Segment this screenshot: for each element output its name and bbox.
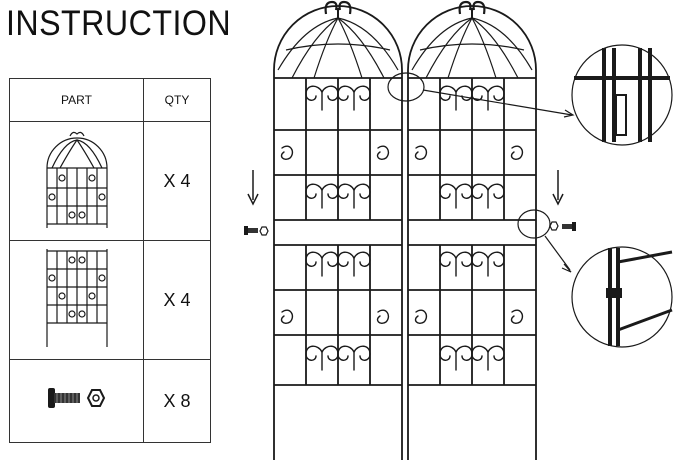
trellis-panel-left — [274, 2, 402, 460]
part-cell — [9, 240, 144, 360]
qty-cell: X 8 — [143, 359, 211, 443]
trellis-bottom-panel-icon — [45, 248, 108, 347]
screw-icon — [549, 221, 576, 231]
screw-icon — [244, 226, 269, 236]
arrow-down-icon — [552, 170, 564, 206]
table-row: X 8 — [9, 359, 211, 443]
zoom-detail-circle-icon — [517, 209, 673, 348]
table-row: X 4 — [9, 240, 211, 360]
part-cell — [9, 359, 144, 443]
page-title: INSTRUCTION — [6, 4, 232, 43]
header-qty: QTY — [143, 78, 211, 122]
zoom-detail-circle-icon — [387, 44, 673, 146]
header-part: PART — [9, 78, 144, 122]
trellis-panel-right — [408, 2, 536, 460]
part-cell — [9, 121, 144, 241]
arrow-down-icon — [247, 170, 259, 206]
bolt-and-nut-icon — [47, 387, 105, 408]
trellis-top-panel-icon — [45, 131, 108, 228]
parts-table: PART QTY X 4 — [9, 78, 211, 443]
table-header-row: PART QTY — [9, 78, 211, 122]
